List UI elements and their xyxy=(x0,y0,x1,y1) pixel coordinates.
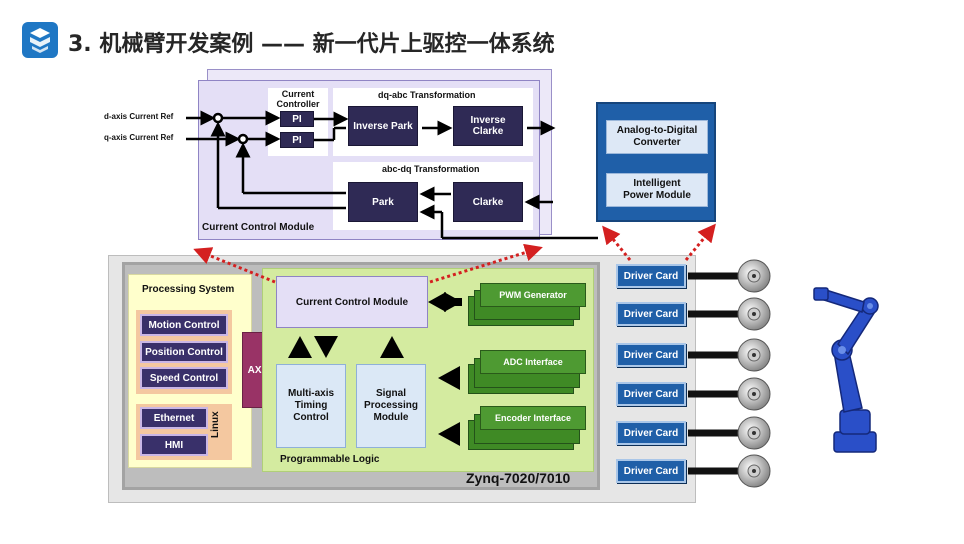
servo-motor-icon xyxy=(737,259,771,488)
pi-block-d: PI xyxy=(280,111,314,127)
programmable-logic-label: Programmable Logic xyxy=(280,454,380,465)
pl-current-control-module: Current Control Module xyxy=(276,276,428,328)
robot-arm-icon xyxy=(813,287,879,453)
driver-card-4: Driver Card xyxy=(616,382,686,406)
current-controller-label: Current Controller xyxy=(268,88,328,110)
abc-dq-label: abc-dq Transformation xyxy=(382,164,480,174)
hmi-block: HMI xyxy=(140,434,208,456)
park-block: Park xyxy=(348,182,418,222)
pwm-generator-block: PWM Generator xyxy=(480,283,586,307)
adc-block: Analog-to-Digital Converter xyxy=(606,120,708,154)
current-control-module-label: Current Control Module xyxy=(202,222,315,233)
driver-card-6: Driver Card xyxy=(616,459,686,483)
clarke-block: Clarke xyxy=(453,182,523,222)
motion-control-block: Motion Control xyxy=(140,314,228,336)
s-logo-icon xyxy=(22,22,58,58)
processing-system-label: Processing System xyxy=(142,284,235,295)
driver-card-1: Driver Card xyxy=(616,264,686,288)
inverse-park-block: Inverse Park xyxy=(348,106,418,146)
encoder-interface-block: Encoder Interface xyxy=(480,406,586,430)
driver-card-2: Driver Card xyxy=(616,302,686,326)
inverse-clarke-block: Inverse Clarke xyxy=(453,106,523,146)
driver-card-3: Driver Card xyxy=(616,343,686,367)
adc-interface-block: ADC Interface xyxy=(480,350,586,374)
page-title: 3. 机械臂开发案例 —— 新一代片上驱控一体系统 xyxy=(68,32,555,57)
multi-axis-timing-block: Multi-axis Timing Control xyxy=(276,364,346,448)
signal-processing-block: Signal Processing Module xyxy=(356,364,426,448)
dq-abc-label: dq-abc Transformation xyxy=(378,90,476,100)
q-axis-ref-label: q-axis Current Ref xyxy=(104,133,174,142)
pi-block-q: PI xyxy=(280,132,314,148)
d-axis-ref-label: d-axis Current Ref xyxy=(104,112,174,121)
speed-control-block: Speed Control xyxy=(140,367,228,389)
ipm-block: Intelligent Power Module xyxy=(606,173,708,207)
driver-card-5: Driver Card xyxy=(616,421,686,445)
ethernet-block: Ethernet xyxy=(140,407,208,429)
zynq-chip-label: Zynq-7020/7010 xyxy=(466,470,571,486)
position-control-block: Position Control xyxy=(140,341,228,363)
